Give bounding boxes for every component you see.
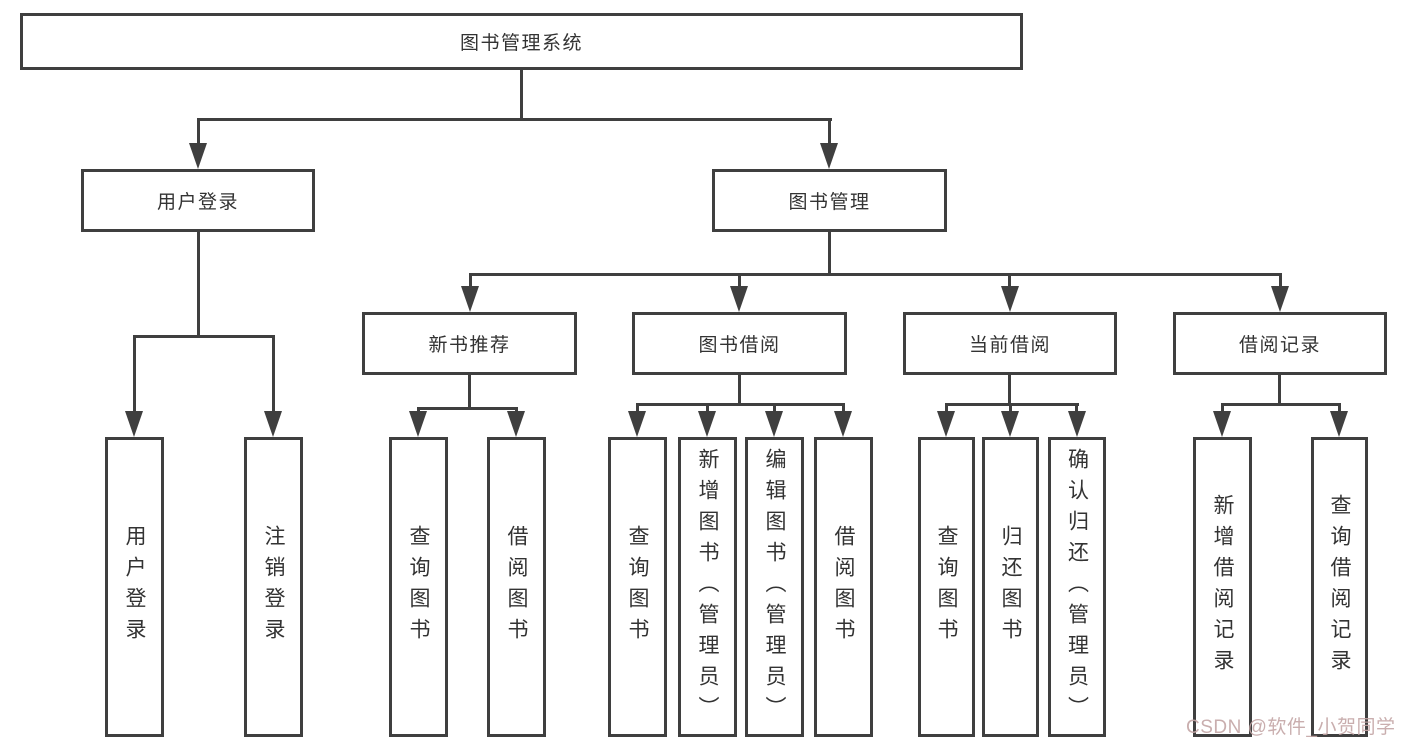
arrowhead-icon bbox=[125, 411, 143, 437]
connector-root-hbar bbox=[197, 118, 832, 121]
leaf-nb-borrow-books: 借阅图书 bbox=[487, 437, 546, 737]
arrowhead-icon bbox=[1213, 411, 1231, 437]
leaf-bb-edit-books-admin-label: 编辑图书（管理员） bbox=[763, 447, 786, 727]
connector-borrowing-records-hbar bbox=[1221, 403, 1341, 406]
node-book-borrowing: 图书借阅 bbox=[632, 312, 847, 375]
node-borrowing-records-label: 借阅记录 bbox=[1238, 335, 1321, 356]
connector-drop-leaf-login bbox=[133, 335, 136, 413]
node-library-system: 图书管理系统 bbox=[20, 13, 1023, 70]
node-book-management-label: 图书管理 bbox=[788, 192, 871, 213]
connector-drop bbox=[842, 403, 845, 414]
leaf-br-query-record-label: 查询借阅记录 bbox=[1328, 494, 1351, 680]
node-user-login: 用户登录 bbox=[81, 169, 315, 232]
node-new-book-recommend: 新书推荐 bbox=[362, 312, 577, 375]
leaf-bb-borrow-books: 借阅图书 bbox=[814, 437, 873, 737]
connector-current-borrowing-hbar bbox=[945, 403, 1079, 406]
leaf-logout-login-label: 注销登录 bbox=[262, 525, 285, 649]
connector-root-stem bbox=[520, 70, 523, 121]
leaf-bb-add-books-admin: 新增图书（管理员） bbox=[678, 437, 737, 737]
leaf-user-login-label: 用户登录 bbox=[123, 525, 146, 649]
arrowhead-icon bbox=[628, 411, 646, 437]
connector-level3-hbar bbox=[469, 273, 1282, 276]
arrowhead-icon bbox=[834, 411, 852, 437]
arrowhead-icon bbox=[1330, 411, 1348, 437]
leaf-cb-return-books-label: 归还图书 bbox=[999, 525, 1022, 649]
arrowhead-icon bbox=[1001, 286, 1019, 312]
connector-drop bbox=[1221, 403, 1224, 414]
leaf-br-add-record: 新增借阅记录 bbox=[1193, 437, 1252, 737]
leaf-br-add-record-label: 新增借阅记录 bbox=[1211, 494, 1234, 680]
node-borrowing-records: 借阅记录 bbox=[1173, 312, 1387, 375]
connector-current-borrowing-stem bbox=[1008, 375, 1011, 406]
connector-drop bbox=[636, 403, 639, 414]
node-book-borrowing-label: 图书借阅 bbox=[698, 335, 781, 356]
connector-book-borrowing-hbar bbox=[636, 403, 845, 406]
arrowhead-icon bbox=[765, 411, 783, 437]
arrowhead-icon bbox=[409, 411, 427, 437]
connector-drop-leaf-logout bbox=[272, 335, 275, 413]
arrowhead-icon bbox=[461, 286, 479, 312]
leaf-user-login: 用户登录 bbox=[105, 437, 164, 737]
arrowhead-icon bbox=[820, 143, 838, 169]
connector-drop bbox=[773, 403, 776, 414]
arrowhead-icon bbox=[1271, 286, 1289, 312]
arrowhead-icon bbox=[1068, 411, 1086, 437]
arrowhead-icon bbox=[730, 286, 748, 312]
node-new-book-recommend-label: 新书推荐 bbox=[428, 335, 511, 356]
connector-drop-current-borrowing bbox=[1008, 273, 1011, 288]
arrowhead-icon bbox=[698, 411, 716, 437]
connector-drop bbox=[1075, 403, 1078, 414]
leaf-nb-borrow-books-label: 借阅图书 bbox=[505, 525, 528, 649]
connector-drop-borrowing-records bbox=[1279, 273, 1282, 288]
leaf-br-query-record: 查询借阅记录 bbox=[1311, 437, 1368, 737]
node-current-borrowing-label: 当前借阅 bbox=[968, 335, 1051, 356]
leaf-bb-borrow-books-label: 借阅图书 bbox=[832, 525, 855, 649]
leaf-bb-add-books-admin-label: 新增图书（管理员） bbox=[696, 447, 719, 727]
node-current-borrowing: 当前借阅 bbox=[903, 312, 1117, 375]
connector-book-management-stem bbox=[828, 232, 831, 276]
node-library-system-label: 图书管理系统 bbox=[459, 33, 583, 54]
connector-drop-user-login bbox=[197, 118, 200, 145]
arrowhead-icon bbox=[507, 411, 525, 437]
node-user-login-label: 用户登录 bbox=[156, 192, 239, 213]
leaf-nb-query-books: 查询图书 bbox=[389, 437, 448, 737]
connector-drop bbox=[945, 403, 948, 414]
connector-drop-book-borrowing bbox=[738, 273, 741, 288]
connector-drop bbox=[706, 403, 709, 414]
connector-new-book-hbar bbox=[417, 407, 518, 410]
leaf-cb-query-books: 查询图书 bbox=[918, 437, 975, 737]
connector-drop bbox=[1009, 403, 1012, 414]
leaf-cb-query-books-label: 查询图书 bbox=[935, 525, 958, 649]
leaf-bb-edit-books-admin: 编辑图书（管理员） bbox=[745, 437, 804, 737]
arrowhead-icon bbox=[1001, 411, 1019, 437]
arrowhead-icon bbox=[937, 411, 955, 437]
watermark-text: CSDN @软件_小贺同学 bbox=[1186, 717, 1396, 738]
leaf-cb-confirm-return-admin-label: 确认归还（管理员） bbox=[1065, 447, 1089, 727]
connector-drop bbox=[1338, 403, 1341, 414]
connector-drop-new-book bbox=[469, 273, 472, 288]
connector-user-login-stem bbox=[197, 232, 200, 338]
connector-drop-book-management bbox=[828, 118, 831, 145]
connector-borrowing-records-stem bbox=[1278, 375, 1281, 406]
connector-user-login-hbar bbox=[133, 335, 275, 338]
arrowhead-icon bbox=[189, 143, 207, 169]
leaf-bb-query-books: 查询图书 bbox=[608, 437, 667, 737]
leaf-nb-query-books-label: 查询图书 bbox=[407, 525, 430, 649]
leaf-logout-login: 注销登录 bbox=[244, 437, 303, 737]
node-book-management: 图书管理 bbox=[712, 169, 947, 232]
arrowhead-icon bbox=[264, 411, 282, 437]
leaf-cb-confirm-return-admin: 确认归还（管理员） bbox=[1048, 437, 1106, 737]
leaf-bb-query-books-label: 查询图书 bbox=[626, 525, 649, 649]
connector-new-book-stem bbox=[468, 375, 471, 410]
leaf-cb-return-books: 归还图书 bbox=[982, 437, 1039, 737]
connector-book-borrowing-stem bbox=[738, 375, 741, 406]
